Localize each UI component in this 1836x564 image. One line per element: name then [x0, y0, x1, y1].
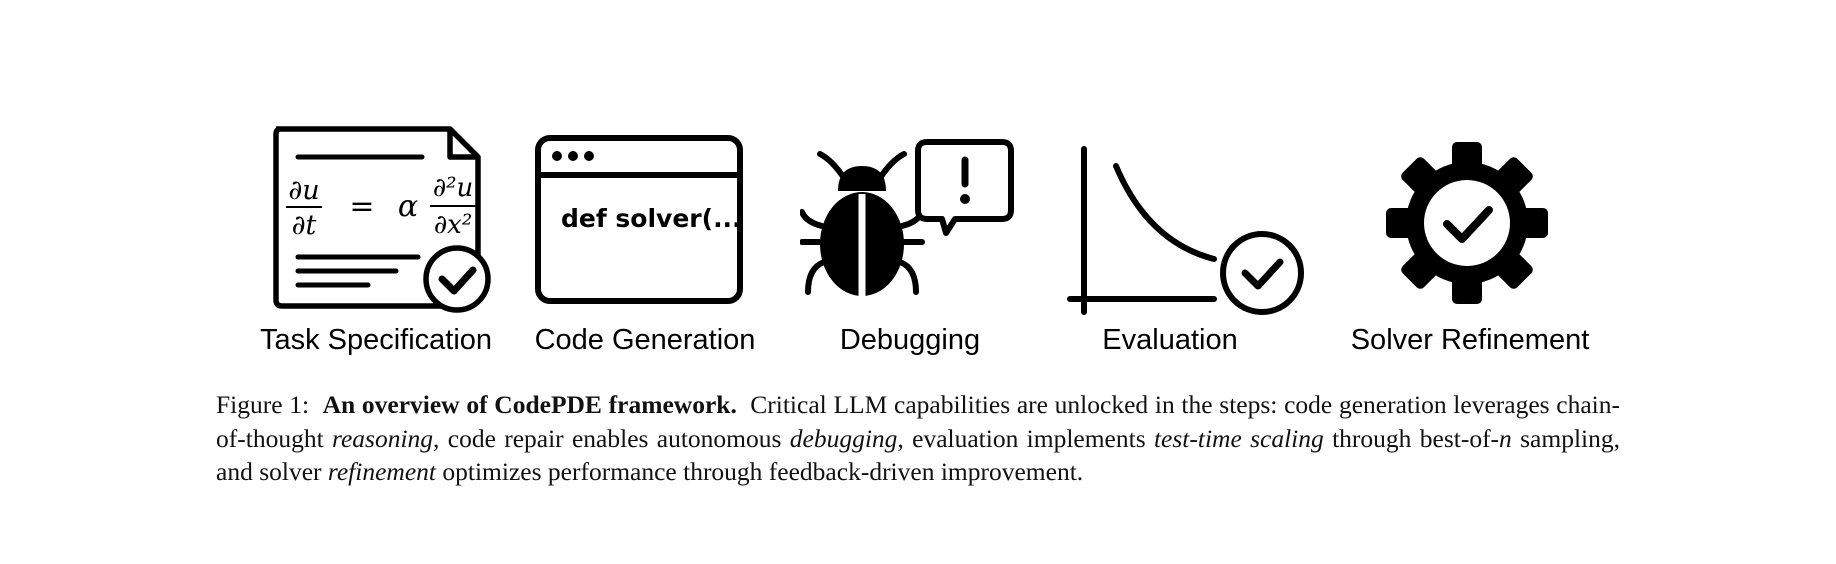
step-label-debugging: Debugging: [839, 324, 981, 356]
equation-lhs-denominator: ∂t: [292, 210, 317, 241]
decay-curve-check-icon: [1067, 146, 1304, 315]
document-equation-check-icon: ∂u ∂t = α ∂²u ∂x²: [273, 126, 491, 313]
equation-rhs-denominator: ∂x²: [434, 210, 473, 240]
caption-text: Critical LLM capabilities are unlocked i…: [216, 390, 1620, 453]
equation-coefficient: α: [398, 189, 418, 224]
bug-alert-icon: [800, 139, 1014, 296]
caption-text: , code repair enables autonomous: [433, 423, 782, 453]
step-label-task-specification: Task Specification: [259, 324, 493, 356]
caption-text: sampling, and solver: [216, 423, 1620, 487]
step-label-evaluation: Evaluation: [1102, 324, 1238, 356]
caption-emphasis: refinement: [327, 457, 436, 486]
caption-emphasis: test-time scaling: [1153, 423, 1324, 453]
code-window-icon: def solver(...: [535, 135, 743, 304]
caption-title: An overview of CodePDE framework.: [322, 390, 737, 419]
equation-lhs-numerator: ∂u: [288, 175, 319, 206]
code-snippet-text: def solver(...: [561, 204, 742, 233]
gear-check-icon: [1386, 142, 1548, 304]
equation-rhs-numerator: ∂²u: [433, 173, 474, 203]
step-label-solver-refinement: Solver Refinement: [1350, 324, 1590, 356]
caption-text: optimizes performance through feedback-d…: [442, 457, 1084, 486]
figure-caption: Figure 1: An overview of CodePDE framewo…: [216, 388, 1620, 489]
caption-text: , evaluation implements: [897, 423, 1146, 453]
equation-equals: =: [349, 189, 374, 224]
figure-number: Figure 1:: [216, 390, 310, 419]
caption-emphasis: n: [1499, 423, 1512, 453]
caption-emphasis: reasoning: [331, 423, 434, 453]
caption-emphasis: debugging: [789, 423, 898, 453]
step-label-code-generation: Code Generation: [534, 324, 756, 356]
caption-text: through best-of-: [1332, 423, 1500, 453]
